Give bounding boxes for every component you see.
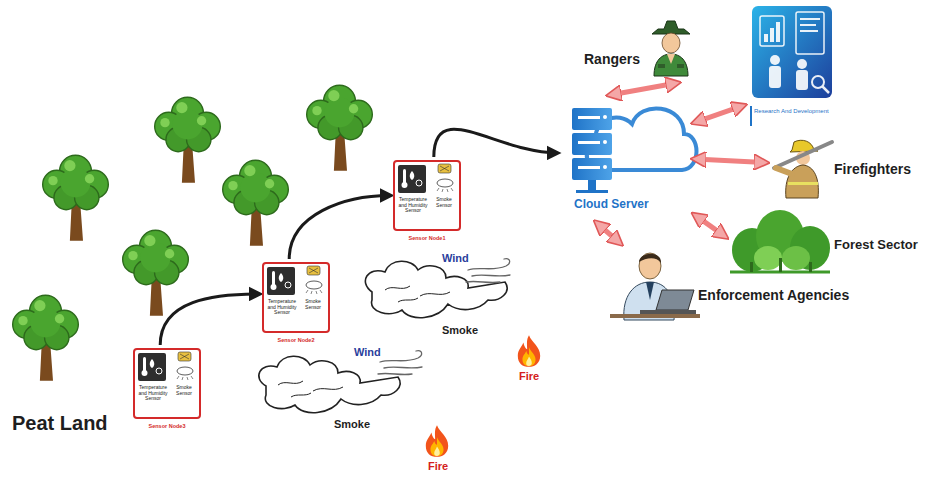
relay-arrow [434,129,557,157]
node-title: Sensor Node3 [129,423,205,429]
data-link-arrow [597,223,620,243]
fire-label: Fire [519,370,539,382]
stakeholder-label: Forest Sector [834,238,918,252]
wind-label: Wind [354,346,381,358]
smoke-label: Smoke [442,324,478,336]
stakeholder-label: Enforcement Agencies [698,288,849,303]
stakeholder: Research And Development [746,4,838,128]
sensor-label: Temperature and Humidity Sensor [396,197,430,214]
data-link-arrow [610,83,677,95]
cloud-server: Cloud Server [560,98,692,220]
sensor-node: Temperature and Humidity SensorSmoke Sen… [393,160,461,231]
server-label: Cloud Server [574,198,649,211]
sensor-label: Smoke Sensor [300,299,326,310]
stakeholder-label: Rangers [584,52,640,67]
node-title: Sensor Node1 [389,235,465,241]
relay-arrow [289,196,390,260]
stakeholder: Rangers [580,18,698,80]
relay-arrow [160,294,259,345]
sensor-node: Temperature and Humidity SensorSmoke Sen… [262,262,330,333]
stakeholder: Enforcement Agencies [606,246,882,324]
data-link-arrow [695,215,725,236]
stakeholder-label: Research And Development [754,108,834,115]
stakeholder: Forest Sector [728,210,928,276]
sensor-label: Smoke Sensor [171,385,197,396]
sensor-node: Temperature and Humidity SensorSmoke Sen… [133,348,201,419]
stakeholder: Firefighters [768,136,928,206]
region-label: Peat Land [12,412,108,434]
sensor-label: Smoke Sensor [431,197,457,208]
stakeholder-label: Firefighters [834,162,911,177]
fire-label: Fire [428,460,448,472]
data-link-arrow [695,159,765,163]
sensor-label: Temperature and Humidity Sensor [265,299,299,316]
node-title: Sensor Node2 [258,337,334,343]
wind-label: Wind [442,252,469,264]
sensor-label: Temperature and Humidity Sensor [136,385,170,402]
smoke-label: Smoke [334,418,370,430]
data-link-arrow [695,106,743,123]
